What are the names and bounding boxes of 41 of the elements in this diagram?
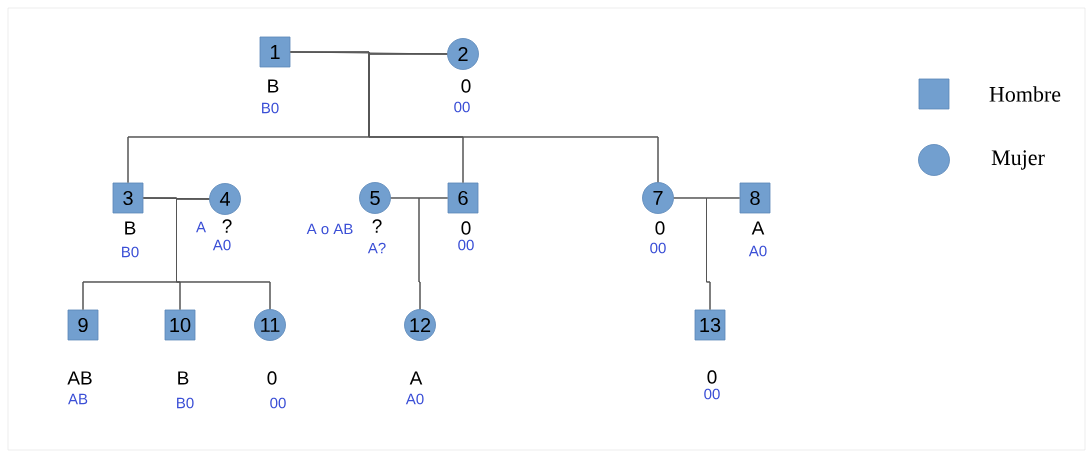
male-square: 6 — [447, 182, 479, 214]
male-square: 1 — [259, 36, 291, 68]
phenotype-label: 0 — [655, 221, 665, 235]
phenotype-label: ? — [222, 219, 232, 233]
phenotype-label: B — [178, 371, 189, 385]
male-square: 3 — [112, 182, 144, 214]
genotype-label: AB — [68, 393, 88, 405]
phenotype-label: A — [751, 221, 765, 235]
genotype-label: 00 — [270, 397, 286, 409]
genotype-label: 00 — [650, 242, 666, 254]
phenotype-label: 0 — [707, 370, 717, 384]
descent-line — [176, 198, 271, 310]
descent-line — [418, 197, 449, 310]
phenotype-label: AB — [67, 371, 92, 385]
phenotype-label: A — [409, 371, 423, 385]
note-label: A o AB — [306, 223, 353, 235]
male-square: 10 — [164, 309, 196, 341]
genotype-label: B0 — [177, 397, 194, 409]
genotype-label: B0 — [122, 246, 139, 258]
note-label: A — [196, 221, 206, 233]
genotype-label: A0 — [748, 245, 767, 257]
phenotype-label: B — [268, 79, 279, 93]
male-square: 9 — [67, 309, 99, 341]
genotype-label: A0 — [212, 239, 231, 251]
phenotype-label: B — [125, 221, 136, 235]
descent-line — [706, 197, 741, 311]
male-square: 8 — [739, 182, 771, 214]
genotype-label: 00 — [704, 388, 720, 400]
genotype-label: B0 — [262, 102, 279, 114]
genotype-label: A0 — [405, 393, 424, 405]
phenotype-label: 0 — [461, 79, 471, 93]
genotype-label: 00 — [454, 101, 470, 113]
genotype-label: 00 — [458, 239, 474, 251]
descent-line — [368, 53, 659, 183]
male-square: 13 — [694, 309, 726, 341]
phenotype-label: 0 — [461, 221, 471, 235]
phenotype-label: ? — [372, 219, 382, 233]
phenotype-label: 0 — [267, 371, 277, 385]
genotype-label: A? — [367, 242, 386, 254]
legend-label: Hombre — [989, 86, 1061, 102]
legend-label: Mujer — [991, 150, 1045, 170]
